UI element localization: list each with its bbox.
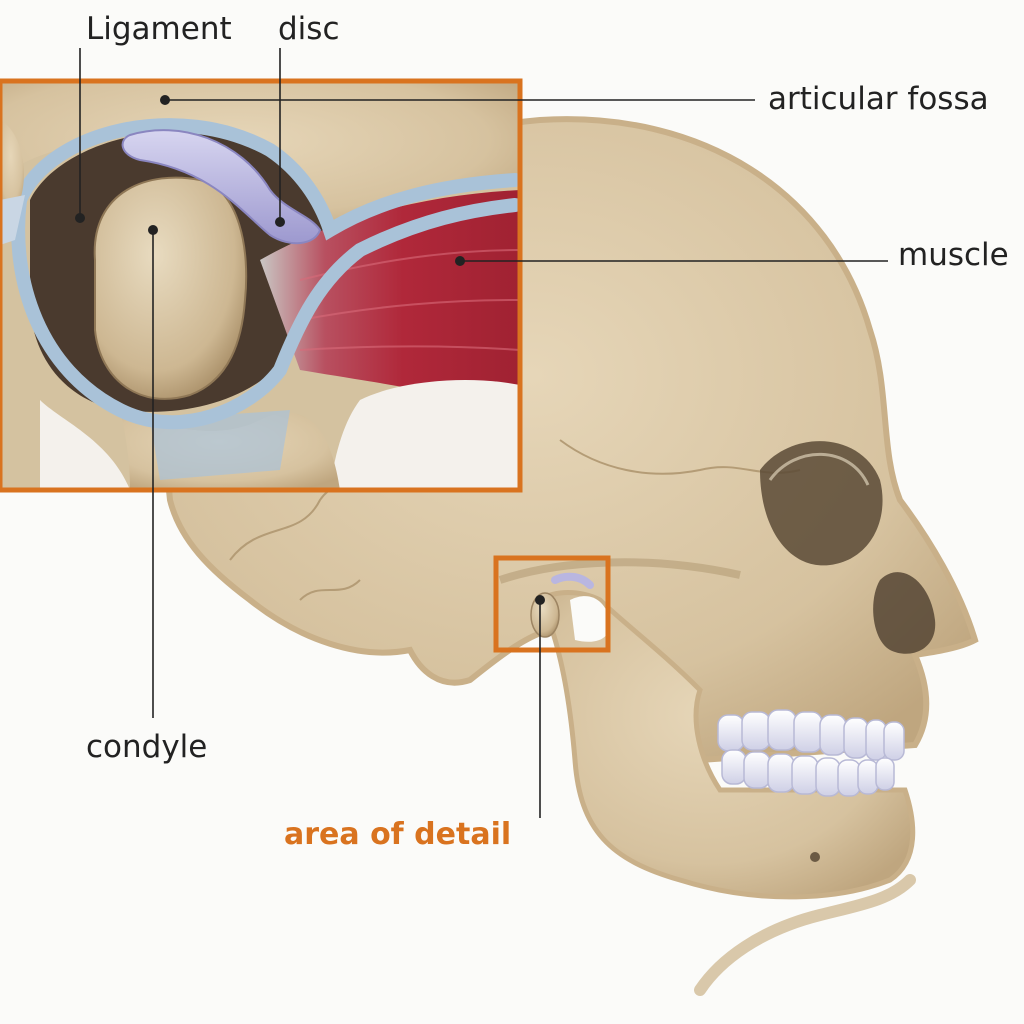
disc-label: disc [278, 11, 340, 47]
leader-lines [79, 48, 888, 818]
articular-fossa-label: articular fossa [768, 81, 989, 117]
mandible-illustration [536, 590, 916, 900]
leader-dots [75, 95, 545, 605]
muscle-label: muscle [898, 237, 1009, 273]
inset-detail-view [0, 81, 520, 490]
inset-frame [0, 78, 523, 493]
condyle-label: condyle [86, 729, 208, 765]
teeth-illustration [717, 709, 905, 797]
ligament-label: Ligament [86, 11, 232, 47]
area-of-detail-box [493, 555, 611, 653]
ligament-capsule-illustration [11, 118, 520, 480]
area-of-detail-label: area of detail [284, 817, 512, 852]
muscle-illustration [260, 190, 520, 410]
articular-disc-illustration [121, 129, 322, 245]
condyle-illustration [93, 176, 248, 400]
